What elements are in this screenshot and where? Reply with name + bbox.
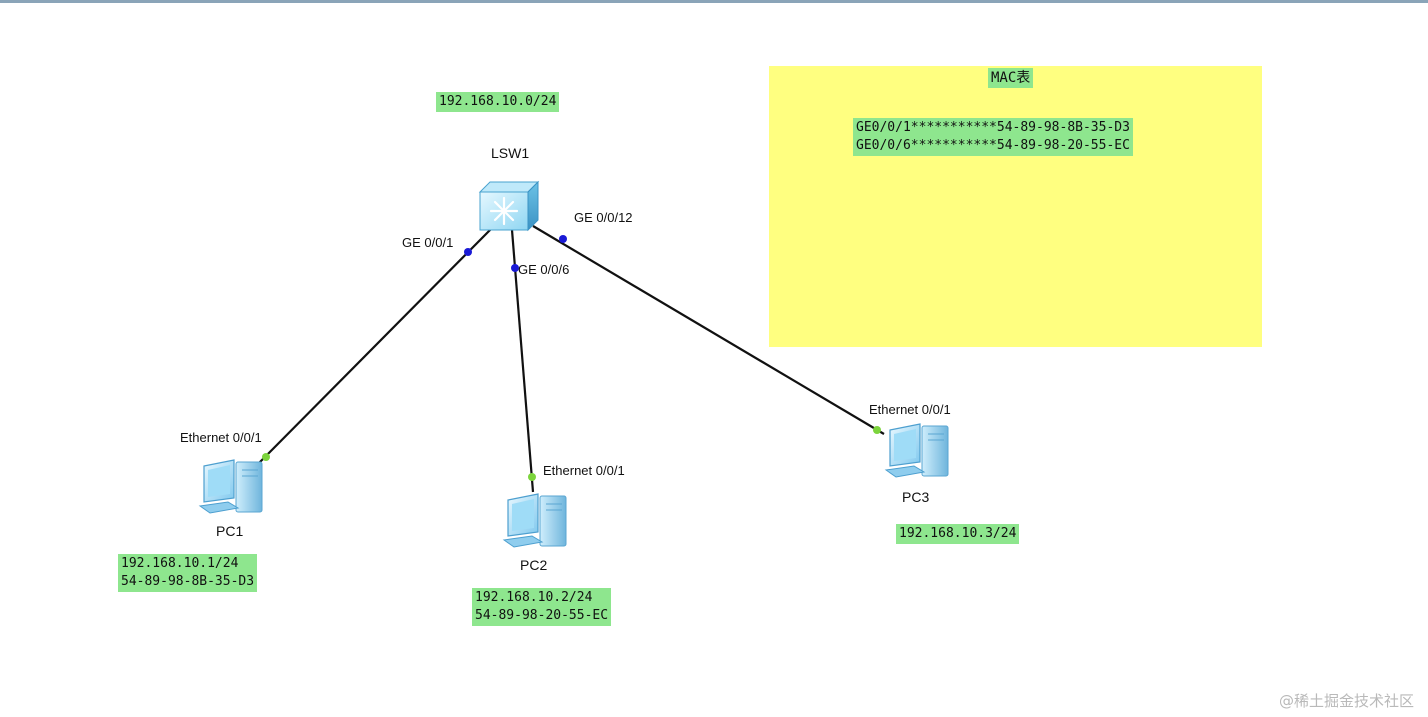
pc1-name: PC1: [216, 523, 244, 539]
mac-table-entry: GE0/0/6***********54-89-98-20-55-EC: [856, 138, 1130, 153]
watermark: @稀土掘金技术社区: [1278, 692, 1414, 710]
pc3-computer-icon[interactable]: [884, 420, 952, 484]
port-label-ge001: GE 0/0/1: [402, 235, 454, 250]
port-label-ge0012: GE 0/0/12: [574, 210, 633, 225]
mac-table-entry: GE0/0/1***********54-89-98-8B-35-D3: [856, 120, 1130, 135]
pc2-note: 192.168.10.2/24 54-89-98-20-55-EC: [472, 588, 612, 626]
pc3-name: PC3: [902, 489, 930, 505]
pc1-note: 192.168.10.1/24 54-89-98-8B-35-D3: [118, 554, 258, 592]
link-lsw1-pc2: [510, 229, 535, 493]
pc2-name: PC2: [520, 557, 548, 573]
mac-table-title: MAC表: [988, 68, 1034, 88]
network-note: 192.168.10.0/24: [436, 92, 560, 112]
switch-icon[interactable]: [478, 180, 540, 236]
mac-table-entries: GE0/0/1***********54-89-98-8B-35-D3 GE0/…: [853, 118, 1133, 156]
link-lsw1-pc1: [257, 227, 493, 465]
pc3-ip: 192.168.10.3/24: [899, 526, 1017, 541]
pc2-port-label: Ethernet 0/0/1: [543, 463, 625, 478]
pc1-ip: 192.168.10.1/24: [121, 556, 239, 571]
pc3-note: 192.168.10.3/24: [896, 524, 1020, 544]
port-dot-ge0012: [559, 235, 567, 243]
switch-name: LSW1: [491, 145, 530, 161]
pc1-mac: 54-89-98-8B-35-D3: [121, 574, 255, 589]
pc1-port-label: Ethernet 0/0/1: [180, 430, 262, 445]
link-lsw1-pc3: [532, 225, 885, 435]
pc1-computer-icon[interactable]: [198, 456, 266, 520]
port-dot-pc1: [262, 453, 270, 461]
port-dot-ge006: [511, 264, 519, 272]
port-dot-ge001: [464, 248, 472, 256]
pc2-mac: 54-89-98-20-55-EC: [475, 608, 609, 623]
port-label-ge006: GE 0/0/6: [518, 262, 570, 277]
pc2-computer-icon[interactable]: [502, 490, 570, 554]
top-border: [0, 0, 1428, 3]
port-dot-pc3: [873, 426, 881, 434]
mac-table-panel[interactable]: [769, 66, 1262, 347]
pc2-ip: 192.168.10.2/24: [475, 590, 593, 605]
pc3-port-label: Ethernet 0/0/1: [869, 402, 951, 417]
port-dot-pc2: [528, 473, 536, 481]
